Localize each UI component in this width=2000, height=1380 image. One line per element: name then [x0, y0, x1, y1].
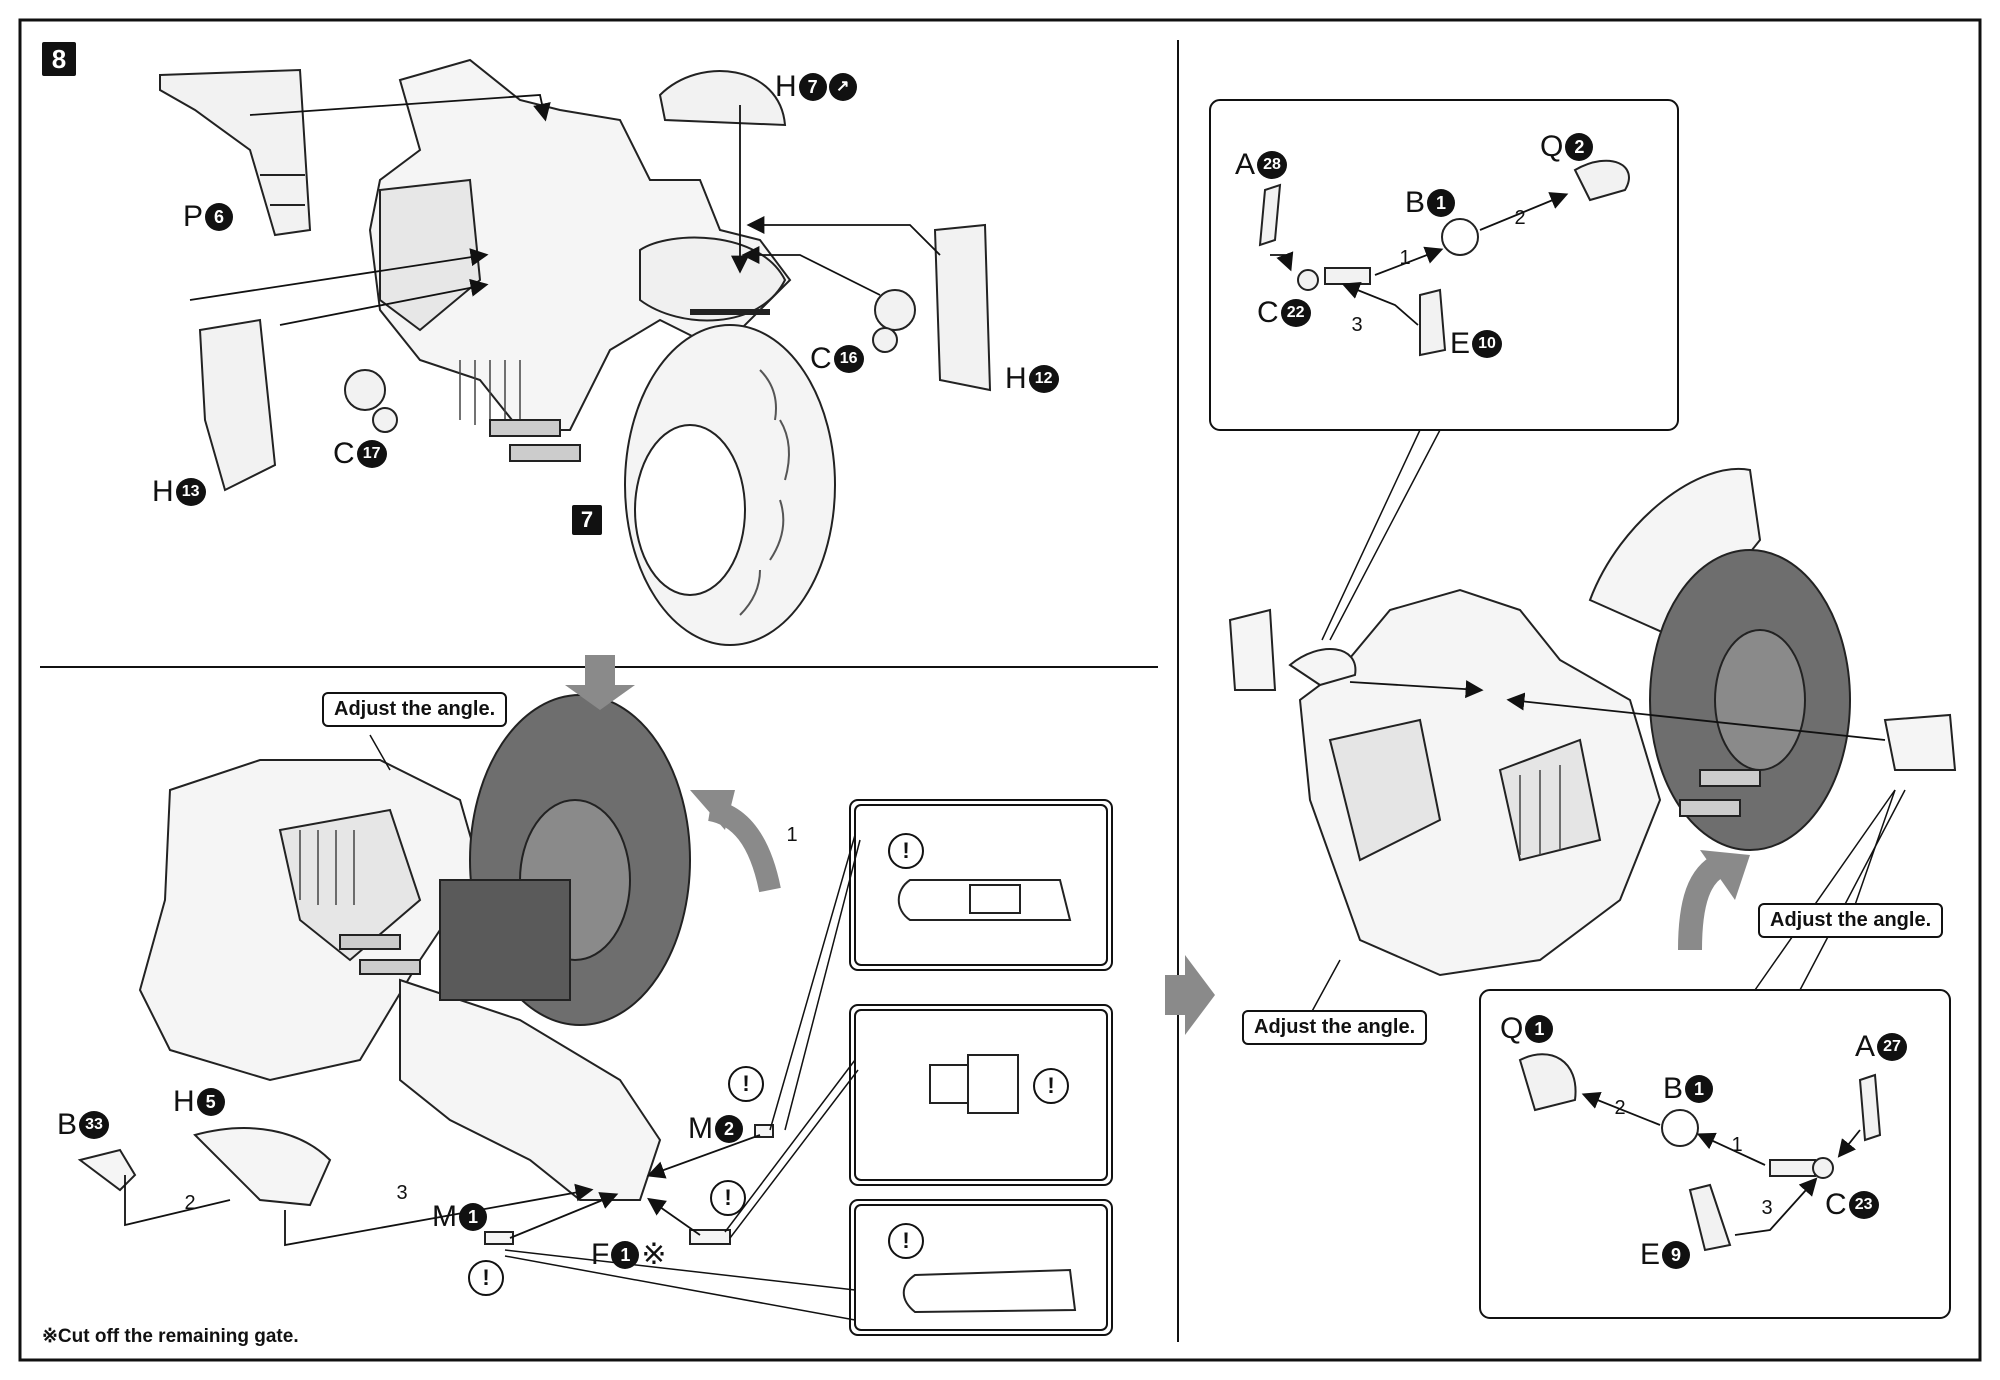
- part-m2: [754, 1124, 774, 1138]
- adjust-angle-callout-2: Adjust the angle.: [1242, 1010, 1428, 1045]
- warning-icon-m2: !: [728, 1066, 764, 1102]
- footnote: ※Cut off the remaining gate.: [42, 1326, 299, 1347]
- adjust-angle-callout-3: Adjust the angle.: [1758, 903, 1944, 938]
- part-h12: [933, 223, 992, 392]
- seq-mark-rotate-1: 1: [786, 823, 798, 846]
- seq-mark-rt-2: 2: [1514, 206, 1526, 229]
- step-number-badge: 8: [42, 42, 76, 76]
- down-arrow: [565, 655, 635, 710]
- warning-icon-f1: !: [710, 1180, 746, 1216]
- detail-box-bottom: [1479, 989, 1951, 1319]
- part-m1: [484, 1231, 514, 1245]
- part-h5: [193, 1127, 332, 1207]
- step-ref-badge: 7: [572, 505, 602, 535]
- attach-glue-icon: ↗: [828, 73, 857, 101]
- top-left-assembly: [368, 58, 836, 646]
- right-assembly: [1228, 467, 1957, 977]
- top-left-guides: [189, 94, 941, 326]
- warning-icon-box1: !: [888, 833, 924, 869]
- detail-box-top: [1209, 99, 1679, 431]
- part-c16: [874, 289, 916, 331]
- seq-mark-rb-1: 1: [1731, 1133, 1743, 1156]
- bottom-left-assembly: [77, 694, 774, 1245]
- seq-mark-rt-3: 3: [1351, 313, 1363, 336]
- top-left-parts: [159, 68, 992, 492]
- warning-icon-box3: !: [888, 1223, 924, 1259]
- part-b33: [77, 1148, 137, 1192]
- part-p6: [159, 68, 312, 237]
- part-h13: [198, 318, 277, 492]
- rotate-arrow-2: [1678, 854, 1727, 951]
- seq-mark-rt-1: 1: [1399, 246, 1411, 269]
- part-h7: [658, 70, 787, 127]
- warning-icon-m1: !: [468, 1260, 504, 1296]
- outer-frame: [18, 18, 1982, 1362]
- seq-mark-rb-2: 2: [1614, 1096, 1626, 1119]
- seq-mark-2: 2: [184, 1191, 196, 1214]
- bottom-left-guides: [124, 1134, 761, 1247]
- adjust-angle-callout-1: Adjust the angle.: [322, 692, 508, 727]
- seq-mark-rb-3: 3: [1761, 1196, 1773, 1219]
- right-arrow: [1165, 955, 1215, 1035]
- seq-mark-3: 3: [396, 1181, 408, 1204]
- warning-icon-box2: !: [1033, 1068, 1069, 1104]
- part-c17: [344, 369, 386, 411]
